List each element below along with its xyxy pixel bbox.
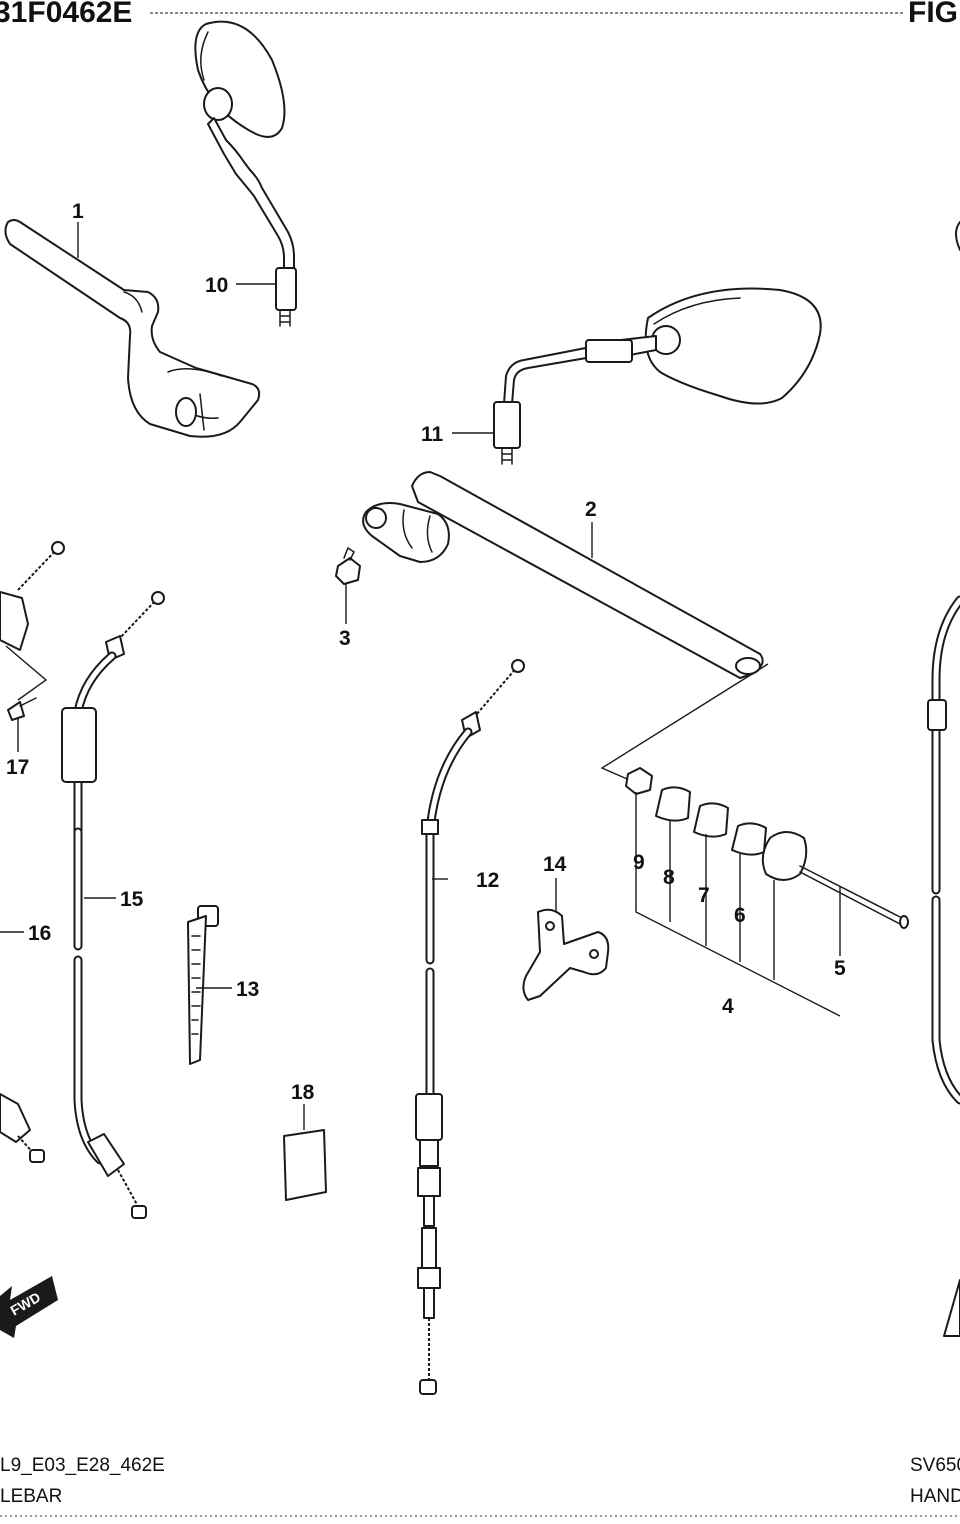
- part-10-left-mirror: [194, 20, 297, 327]
- part-14-bracket: [522, 908, 610, 1001]
- callouts: 1 2 3 4 5 6 7 8 9 10 11 12 13 14 15 16 1…: [6, 200, 846, 1104]
- header-left-code: 31F0462E: [0, 0, 132, 29]
- callout-6: 6: [734, 904, 746, 927]
- callout-18: 18: [291, 1081, 315, 1104]
- callout-16: 16: [28, 922, 51, 945]
- callout-10: 10: [205, 274, 228, 297]
- leader-lines: [0, 222, 841, 1130]
- part-13-cable-tie: [187, 905, 219, 1065]
- callout-14: 14: [543, 853, 567, 876]
- part-2-right-handlebar: [362, 471, 769, 783]
- footer-left-title: LEBAR: [0, 1486, 63, 1507]
- callout-1: 1: [72, 200, 84, 223]
- part-1-left-handlebar: [4, 219, 261, 438]
- header-right-code: FIG: [908, 0, 958, 29]
- part-17-screw: [7, 697, 37, 721]
- part-3-bolt: [335, 546, 361, 585]
- callout-7: 7: [698, 884, 710, 907]
- footer-left-code: L9_E03_E28_462E: [0, 1455, 165, 1476]
- callout-8: 8: [663, 866, 675, 889]
- callout-17: 17: [6, 756, 29, 779]
- callout-12: 12: [476, 869, 499, 892]
- callout-2: 2: [585, 498, 597, 521]
- fwd-arrow-icon: FWD: [0, 1276, 58, 1338]
- bar-end-assembly: [625, 767, 909, 929]
- part-16-cable: [0, 541, 65, 1163]
- footer-right-code: SV650: [910, 1455, 960, 1476]
- callout-13: 13: [236, 978, 259, 1001]
- callout-5: 5: [834, 957, 846, 980]
- part-12-cable: [415, 659, 525, 1395]
- callout-11: 11: [421, 423, 444, 446]
- part-18-label: [283, 1129, 327, 1201]
- part-15-cable: [61, 591, 165, 1219]
- right-edge-parts: [927, 221, 960, 1337]
- callout-9: 9: [633, 851, 645, 874]
- footer-right-title: HANDL: [910, 1486, 960, 1507]
- callout-15: 15: [120, 888, 144, 911]
- callout-4: 4: [722, 995, 734, 1018]
- part-11-right-mirror: [493, 287, 822, 465]
- callout-3: 3: [339, 627, 351, 650]
- header-strip: 31F0462E FIG: [0, 0, 958, 29]
